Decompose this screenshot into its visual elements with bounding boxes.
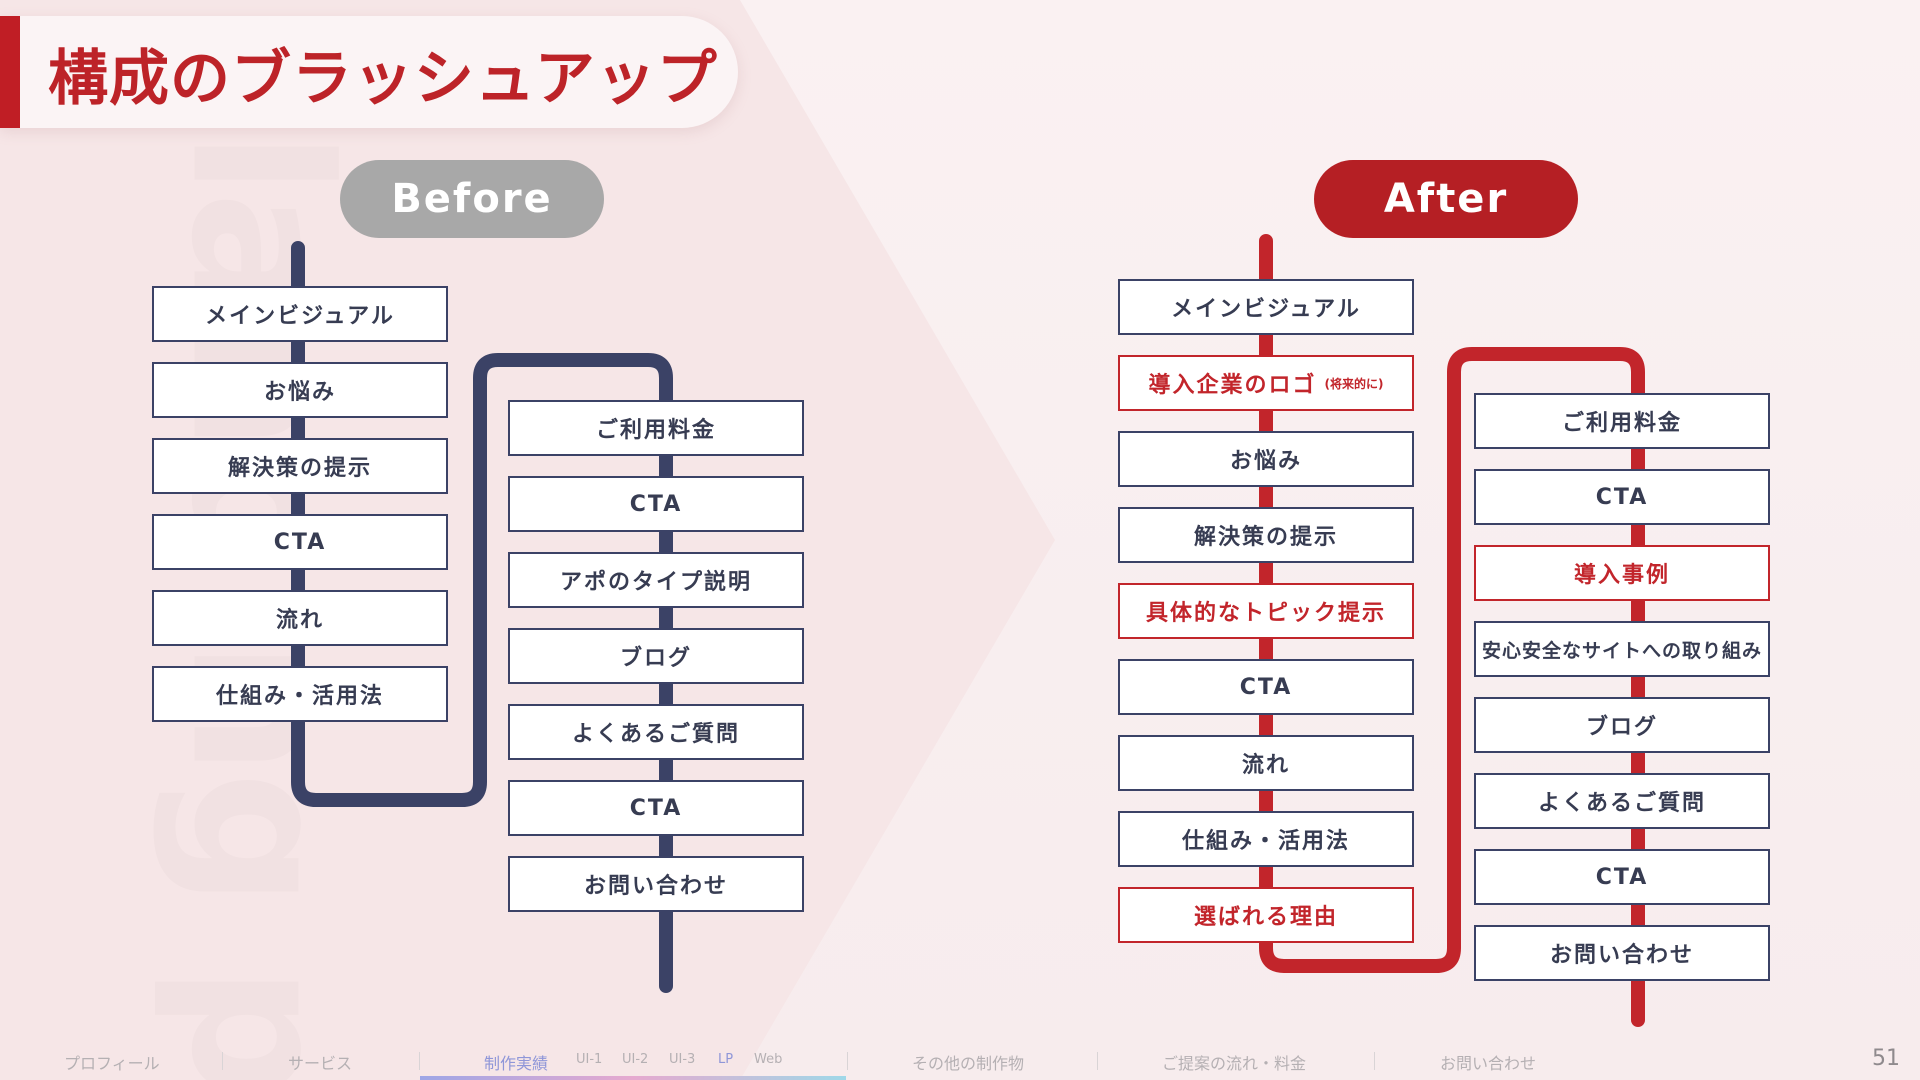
nav-sub-web[interactable]: Web: [754, 1052, 783, 1067]
nav-divider: [1374, 1052, 1375, 1070]
bottom-nav: プロフィール サービス 制作実績 UI-1 UI-2 UI-3 LP Web そ…: [0, 1044, 1920, 1080]
nav-sub-ui2[interactable]: UI-2: [622, 1052, 649, 1067]
after-left-item-note: (将来的に): [1324, 376, 1384, 391]
after-left-item-highlight: 具体的なトピック提示: [1118, 583, 1414, 639]
before-right-item: お問い合わせ: [508, 856, 804, 912]
nav-item-service[interactable]: サービス: [288, 1054, 353, 1073]
after-right-item-highlight: 導入事例: [1474, 545, 1770, 601]
after-left-item: お悩み: [1118, 431, 1414, 487]
after-left-item-label: 導入企業のロゴ: [1148, 373, 1317, 398]
nav-item-proposal-flow[interactable]: ご提案の流れ・料金: [1162, 1054, 1307, 1073]
nav-item-other-works[interactable]: その他の制作物: [912, 1054, 1025, 1073]
before-label: Before: [340, 160, 604, 238]
nav-divider: [419, 1052, 420, 1070]
before-left-item: メインビジュアル: [152, 286, 448, 342]
before-right-item: ブログ: [508, 628, 804, 684]
before-right-item: ご利用料金: [508, 400, 804, 456]
after-left-item: 流れ: [1118, 735, 1414, 791]
after-right-item: ご利用料金: [1474, 393, 1770, 449]
after-left-item: 仕組み・活用法: [1118, 811, 1414, 867]
nav-sub-ui1[interactable]: UI-1: [576, 1052, 603, 1067]
nav-item-works[interactable]: 制作実績: [484, 1054, 549, 1073]
before-left-item: 解決策の提示: [152, 438, 448, 494]
nav-sub-lp[interactable]: LP: [718, 1052, 734, 1067]
page-number: 51: [1872, 1046, 1900, 1071]
page-title: 構成のブラッシュアップ: [48, 44, 718, 114]
before-right-item: よくあるご質問: [508, 704, 804, 760]
after-right-item: ブログ: [1474, 697, 1770, 753]
after-right-item: よくあるご質問: [1474, 773, 1770, 829]
after-right-item: CTA: [1474, 469, 1770, 525]
after-left-item-highlight: 導入企業のロゴ (将来的に): [1118, 355, 1414, 411]
nav-item-profile[interactable]: プロフィール: [64, 1054, 160, 1073]
before-left-item: CTA: [152, 514, 448, 570]
after-right-item: CTA: [1474, 849, 1770, 905]
nav-divider: [222, 1052, 223, 1070]
nav-divider: [1097, 1052, 1098, 1070]
title-accent-bar: [0, 16, 20, 128]
before-left-item: お悩み: [152, 362, 448, 418]
after-left-item: CTA: [1118, 659, 1414, 715]
title-pill: [0, 16, 738, 128]
nav-item-contact[interactable]: お問い合わせ: [1440, 1054, 1537, 1073]
before-left-item: 流れ: [152, 590, 448, 646]
after-left-item-highlight: 選ばれる理由: [1118, 887, 1414, 943]
after-label: After: [1314, 160, 1578, 238]
after-right-item: お問い合わせ: [1474, 925, 1770, 981]
nav-sub-ui3[interactable]: UI-3: [669, 1052, 696, 1067]
after-left-item: 解決策の提示: [1118, 507, 1414, 563]
before-right-item: CTA: [508, 780, 804, 836]
before-left-item: 仕組み・活用法: [152, 666, 448, 722]
after-left-item: メインビジュアル: [1118, 279, 1414, 335]
nav-active-underline: [420, 1076, 846, 1080]
before-right-item: アポのタイプ説明: [508, 552, 804, 608]
after-right-item: 安心安全なサイトへの取り組み: [1474, 621, 1770, 677]
before-right-item: CTA: [508, 476, 804, 532]
nav-divider: [847, 1052, 848, 1070]
